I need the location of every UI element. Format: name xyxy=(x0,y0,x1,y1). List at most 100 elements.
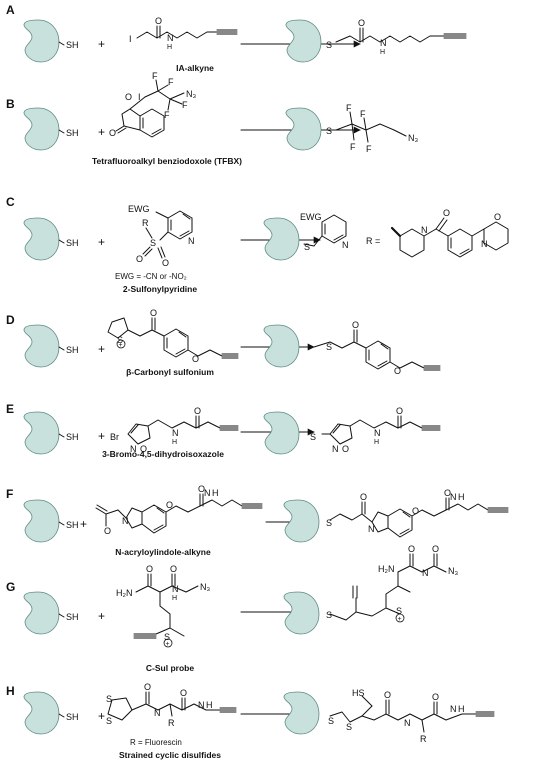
atom-a-h-product: H xyxy=(380,49,385,56)
atom-g-h: H xyxy=(172,595,177,602)
protein-g-start xyxy=(23,591,60,635)
thiol-d: SH xyxy=(66,345,79,355)
thiol-e: SH xyxy=(66,432,79,442)
atom-e-o-product: O xyxy=(342,444,349,454)
protein-d-start xyxy=(23,324,60,368)
caption-g: C-Sul probe xyxy=(145,663,195,673)
protein-h-product xyxy=(283,691,320,735)
atom-d-charge: + xyxy=(119,342,123,349)
atom-h-nh1: N xyxy=(154,708,161,718)
atom-e-o-carbonyl-product: O xyxy=(396,406,403,416)
protein-b-start xyxy=(23,107,60,151)
protein-a-product xyxy=(285,19,322,63)
atom-c-s: S xyxy=(150,238,156,248)
panel-label-b: B xyxy=(6,97,15,111)
atom-h-hs-product: HS xyxy=(352,688,365,698)
atom-e-o: O xyxy=(140,444,147,454)
plus-a: + xyxy=(98,37,105,51)
atom-h-h: H xyxy=(206,700,213,710)
atom-b-f1: F xyxy=(152,71,158,81)
atom-c-ewg: EWG xyxy=(128,204,150,214)
atom-h-s2: S xyxy=(106,694,112,704)
atom-c-o1: O xyxy=(136,254,143,264)
thiol-g: SH xyxy=(66,612,79,622)
thiol-b: SH xyxy=(66,128,79,138)
atom-a-s-product: S xyxy=(326,40,332,50)
atom-f-nh: N xyxy=(204,488,211,498)
protein-d-product xyxy=(263,324,300,368)
atom-d-s-product: S xyxy=(326,342,332,352)
atom-c-n-product: N xyxy=(342,240,349,250)
thiol-h: SH xyxy=(66,712,79,722)
atom-e-nh-product: N xyxy=(374,428,381,438)
atom-c-ewg-product: EWG xyxy=(300,212,322,222)
panel-label-g: G xyxy=(6,580,16,594)
atom-a-n-product: N xyxy=(380,38,387,48)
atom-f-o-product: O xyxy=(360,492,367,502)
caption-b: Tetrafluoroalkyl benziodoxole (TFBX) xyxy=(91,156,243,166)
atom-e-nh: N xyxy=(172,428,179,438)
atom-g-o1: O xyxy=(146,564,153,574)
protein-e-product xyxy=(263,411,300,455)
atom-g-h2n: H₂N xyxy=(116,588,133,598)
atom-b-o-carbonyl: O xyxy=(109,128,116,138)
protein-c-product xyxy=(263,217,300,261)
atom-g-o2-product: O xyxy=(432,544,439,554)
label-c-r-group: R = xyxy=(366,236,380,246)
atom-h-nh1-product: N xyxy=(404,718,411,728)
atom-b-f2-product: F xyxy=(350,142,356,152)
caption-h: Strained cyclic disulfides xyxy=(118,750,222,760)
atom-h-nh2-product: N xyxy=(450,704,457,714)
plus-e: + xyxy=(98,429,105,443)
atom-g-nh-product: N xyxy=(422,568,429,578)
atom-e-h: H xyxy=(172,439,177,446)
plus-f: + xyxy=(80,517,87,531)
atom-e-n-product: N xyxy=(332,444,339,454)
caption-f: N-acryloylindole-alkyne xyxy=(115,547,211,557)
panel-label-a: A xyxy=(6,3,15,17)
atom-c-r-n-morph: N xyxy=(481,239,488,249)
atom-g-s: S xyxy=(164,632,170,642)
atom-d-s: S xyxy=(117,335,123,345)
atom-c-r: R xyxy=(142,218,149,228)
protein-f-product xyxy=(283,499,320,543)
atom-b-n3: N₃ xyxy=(186,89,196,99)
panel-label-d: D xyxy=(6,313,15,327)
atom-h-s1-product: S xyxy=(328,716,334,726)
atom-g-h2n-product: H₂N xyxy=(378,564,395,574)
atom-h-o1: O xyxy=(144,682,151,692)
panel-label-c: C xyxy=(6,195,15,209)
atom-f-h: H xyxy=(212,488,219,498)
atom-a-n: N xyxy=(167,33,174,43)
note-c: EWG = -CN or -NO₂ xyxy=(115,272,187,281)
plus-d: + xyxy=(98,342,105,356)
atom-c-o2: O xyxy=(162,258,169,268)
atom-f-nh-product: N xyxy=(450,492,457,502)
atom-g-s-product: S xyxy=(326,610,332,620)
atom-b-f3-product: F xyxy=(360,109,366,119)
atom-g-o1-product: O xyxy=(408,544,415,554)
atom-b-i: I xyxy=(138,92,141,102)
atom-f-h-product: H xyxy=(458,492,465,502)
plus-h: + xyxy=(98,709,105,723)
caption-e: 3-Bromo-4,5-dihydroisoxazole xyxy=(102,449,224,459)
atom-h-o2: O xyxy=(180,688,187,698)
atom-g-charge-product: + xyxy=(398,616,402,623)
protein-h-start xyxy=(23,691,60,735)
caption-d: β-Carbonyl sulfonium xyxy=(126,367,214,377)
atom-f-o-ether-product: O xyxy=(412,506,419,516)
atom-g-o2: O xyxy=(170,564,177,574)
atom-e-h-product: H xyxy=(374,439,379,446)
protein-b-product xyxy=(285,107,322,151)
atom-g-n3: N₃ xyxy=(200,582,210,592)
atom-d-o-carbonyl: O xyxy=(150,308,157,318)
panel-label-e: E xyxy=(6,402,15,416)
atom-b-f4: F xyxy=(182,100,188,110)
protein-c-start xyxy=(23,217,60,261)
plus-b: + xyxy=(98,125,105,139)
panel-label-h: H xyxy=(6,684,15,698)
atom-h-s2-product: S xyxy=(346,722,352,732)
atom-b-f1-product: F xyxy=(346,103,352,113)
atom-g-n3-product: N₃ xyxy=(448,566,458,576)
